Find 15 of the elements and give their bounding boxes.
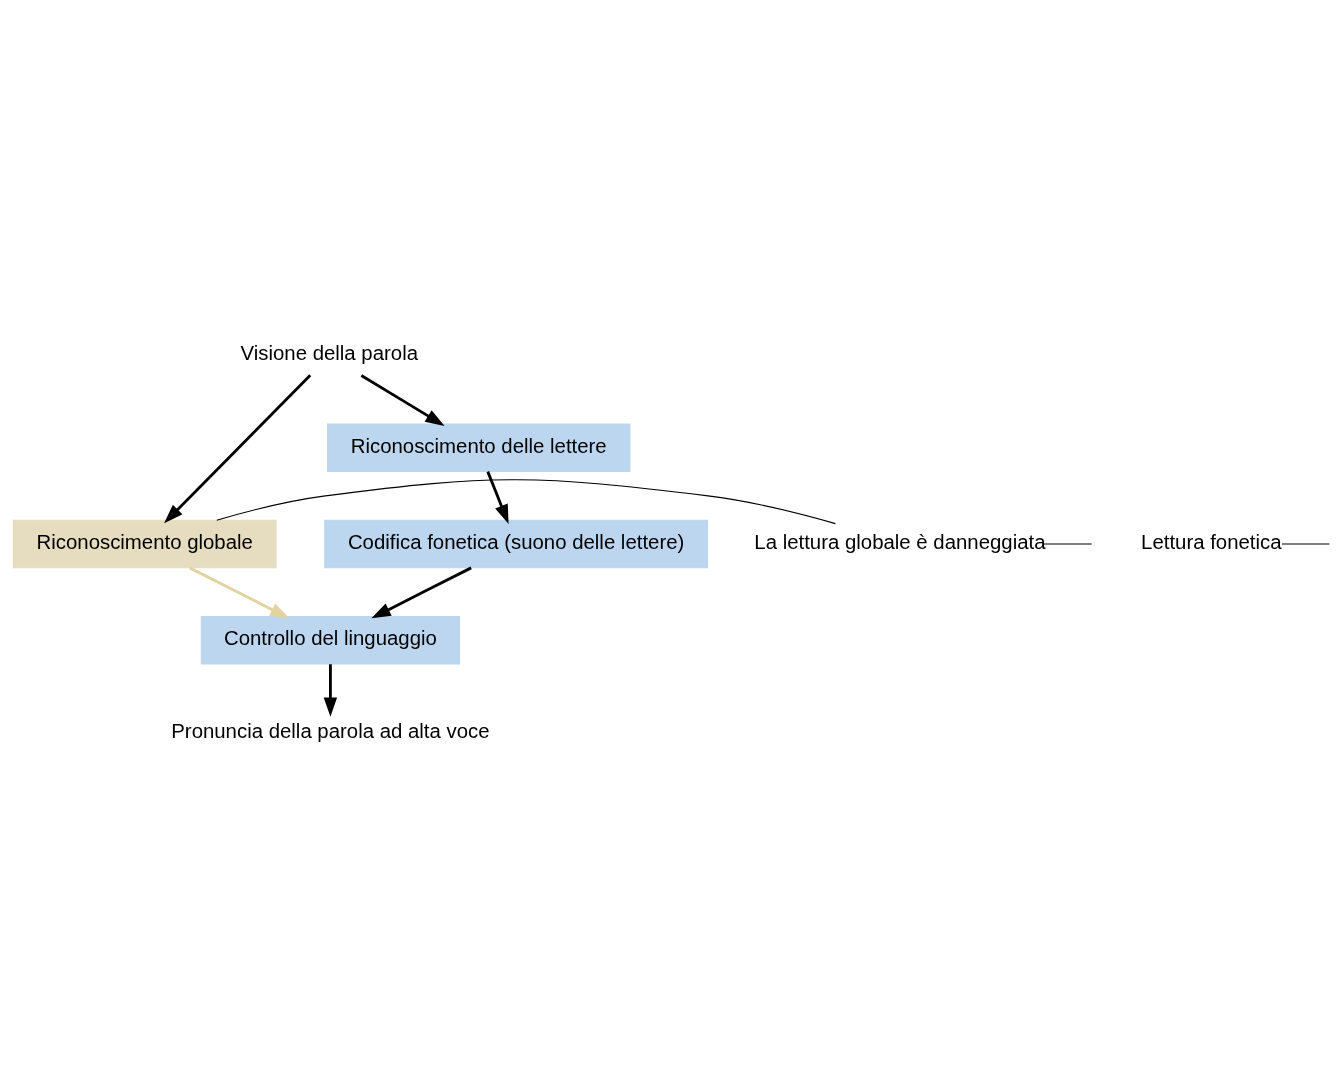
arrow <box>486 470 509 524</box>
node-box: Riconoscimento globale <box>12 519 277 568</box>
arrow <box>371 566 472 618</box>
arrow <box>323 663 338 717</box>
node-box: Riconoscimento delle lettere <box>327 422 631 472</box>
arrow <box>189 566 290 618</box>
arrow <box>164 373 312 523</box>
node-text: La lettura globale è danneggiata <box>754 530 1046 553</box>
node-box: Controllo del linguaggio <box>200 615 461 665</box>
node-text: Lettura fonetica <box>1141 530 1282 553</box>
arrow <box>360 373 445 426</box>
connector <box>216 478 836 524</box>
node-box: Codifica fonetica (suono delle lettere) <box>324 519 709 568</box>
node-text: Pronuncia della parola ad alta voce <box>171 719 490 742</box>
node-text: Visione della parola <box>240 341 419 364</box>
